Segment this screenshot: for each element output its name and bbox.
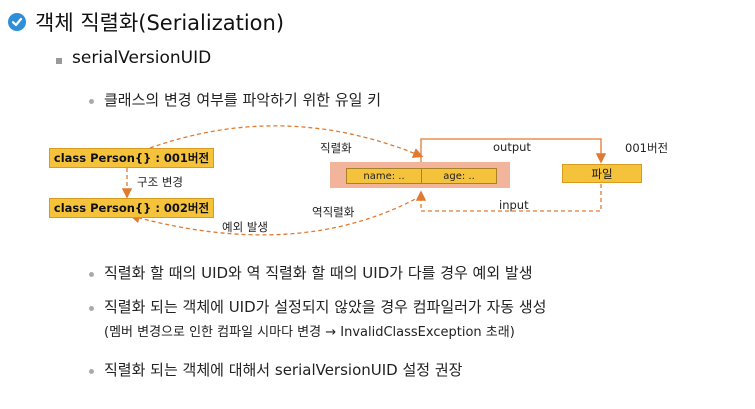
bullet-dot-icon <box>89 369 94 374</box>
bullet-dot-icon <box>89 306 94 311</box>
file-version-label: 001버전 <box>625 141 669 155</box>
check-circle-icon <box>8 13 26 31</box>
bullet-1: 직렬화 할 때의 UID와 역 직렬화 할 때의 UID가 다를 경우 예외 발… <box>104 264 533 282</box>
deserialize-label: 역직렬화 <box>312 205 355 219</box>
exception-label: 예외 발생 <box>222 220 268 234</box>
bullet-dot-icon <box>89 272 94 277</box>
bullet-2: 직렬화 되는 객체에 UID가 설정되지 않았을 경우 컴파일러가 자동 생성 <box>104 298 547 316</box>
age-field: age: .. <box>421 168 497 184</box>
intro-bullet: 클래스의 변경 여부를 파악하기 위한 유일 키 <box>104 91 382 109</box>
title-row: 객체 직렬화(Serialization) <box>8 6 284 38</box>
section-heading: serialVersionUID <box>72 48 212 68</box>
page-title: 객체 직렬화(Serialization) <box>35 11 285 35</box>
serialize-label: 직렬화 <box>320 141 352 155</box>
exception-arrow <box>129 195 422 236</box>
structure-change-label: 구조 변경 <box>137 175 183 189</box>
bullet-3: 직렬화 되는 객체에 대해서 serialVersionUID 설정 권장 <box>104 361 463 379</box>
name-field: name: .. <box>346 168 422 184</box>
input-label: input <box>499 198 529 212</box>
person-v1-box: class Person{} : 001버전 <box>49 148 214 168</box>
bullet-2-note: (멤버 변경으로 인한 컴파일 시마다 변경 → InvalidClassExc… <box>104 325 515 340</box>
output-arrow <box>420 138 607 164</box>
output-label: output <box>493 140 531 154</box>
person-v2-box: class Person{} : 002버전 <box>49 198 214 218</box>
serialized-object-box: name: .. age: .. <box>330 162 510 188</box>
square-bullet-icon <box>56 58 62 64</box>
file-box: 파일 <box>562 164 642 183</box>
serialize-arrow <box>149 125 424 158</box>
bullet-dot-icon <box>89 99 94 104</box>
